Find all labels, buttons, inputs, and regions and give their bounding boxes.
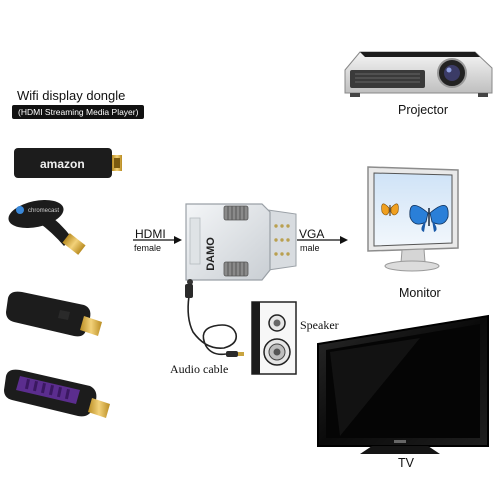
projector-image	[344, 51, 493, 97]
chromecast-image	[8, 200, 86, 255]
dongle-title: Wifi display dongle	[17, 88, 126, 103]
chromecast-logo-text: chromecast	[28, 208, 59, 214]
hdmi-sub-label: female	[134, 243, 162, 253]
speaker-label: Speaker	[300, 318, 339, 332]
input-arrow	[133, 236, 182, 244]
monitor-image	[367, 166, 459, 272]
amazon-logo-text: amazon	[40, 157, 85, 171]
projector-label: Projector	[398, 103, 449, 117]
vga-sub-label: male	[300, 243, 320, 253]
hdmi-stick-image	[6, 291, 102, 337]
speaker-image	[251, 301, 297, 375]
butterfly-blue-icon	[409, 205, 449, 232]
vga-label: VGA	[299, 227, 325, 241]
adapter-brand-text: DAMO	[205, 237, 217, 271]
dongle-subtitle: (HDMI Streaming Media Player)	[12, 105, 145, 119]
audio-cable-label: Audio cable	[170, 362, 229, 376]
purple-stick-image	[4, 369, 110, 418]
audio-cable-image	[185, 284, 244, 357]
output-arrow	[297, 236, 348, 244]
monitor-label: Monitor	[399, 286, 441, 300]
hdmi-vga-adapter-image	[185, 203, 297, 285]
tv-image	[317, 314, 489, 454]
hdmi-label: HDMI	[135, 227, 166, 241]
butterfly-orange-icon	[381, 203, 399, 216]
tv-label: TV	[398, 456, 414, 470]
thumb-screw-top-icon	[223, 205, 249, 221]
thumb-screw-bottom-icon	[223, 261, 249, 277]
amazon-fire-stick-image	[14, 148, 122, 178]
